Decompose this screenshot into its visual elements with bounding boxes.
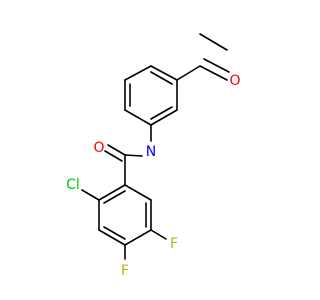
ring2-inner-1 (103, 190, 126, 204)
bond-acetyl-ring (176, 65, 201, 81)
bond-n-carbonyl (124, 154, 143, 157)
atom-o-amide: O (93, 140, 104, 156)
ring1-inner-1 (150, 71, 173, 85)
atom-cl: Cl (66, 177, 80, 193)
ring2-bond-4 (124, 229, 152, 246)
ring1-bond-5 (150, 109, 178, 126)
ring2-bond-3 (98, 229, 126, 246)
bond-methyl-carbonyl (199, 33, 228, 51)
ring2-inner-2 (103, 226, 126, 240)
bond-carbonyl-o (199, 65, 228, 81)
ring1-bond-2 (124, 65, 152, 81)
atom-f-left: F (121, 263, 129, 279)
bond-amide-co-double (104, 150, 123, 162)
ring1-bond-1 (150, 65, 178, 81)
ring1-bond-4 (124, 109, 152, 126)
bond-ring-f-right (150, 229, 167, 240)
atom-f-right: F (170, 236, 178, 252)
ring2-bond-1 (98, 184, 126, 201)
bond-amide-co (107, 144, 126, 156)
ring1-inner-3 (150, 106, 173, 120)
bond-carbonyl-o-double (203, 58, 230, 73)
bond-ring-cl (81, 189, 100, 201)
atom-o-acetyl: O (229, 73, 240, 89)
ring2-bond-6 (124, 184, 152, 201)
atom-n-amide: N (146, 144, 156, 160)
molecule-canvas: O O N Cl F F (66, 33, 241, 279)
structure-diagram: O O N Cl F F (66, 33, 241, 279)
